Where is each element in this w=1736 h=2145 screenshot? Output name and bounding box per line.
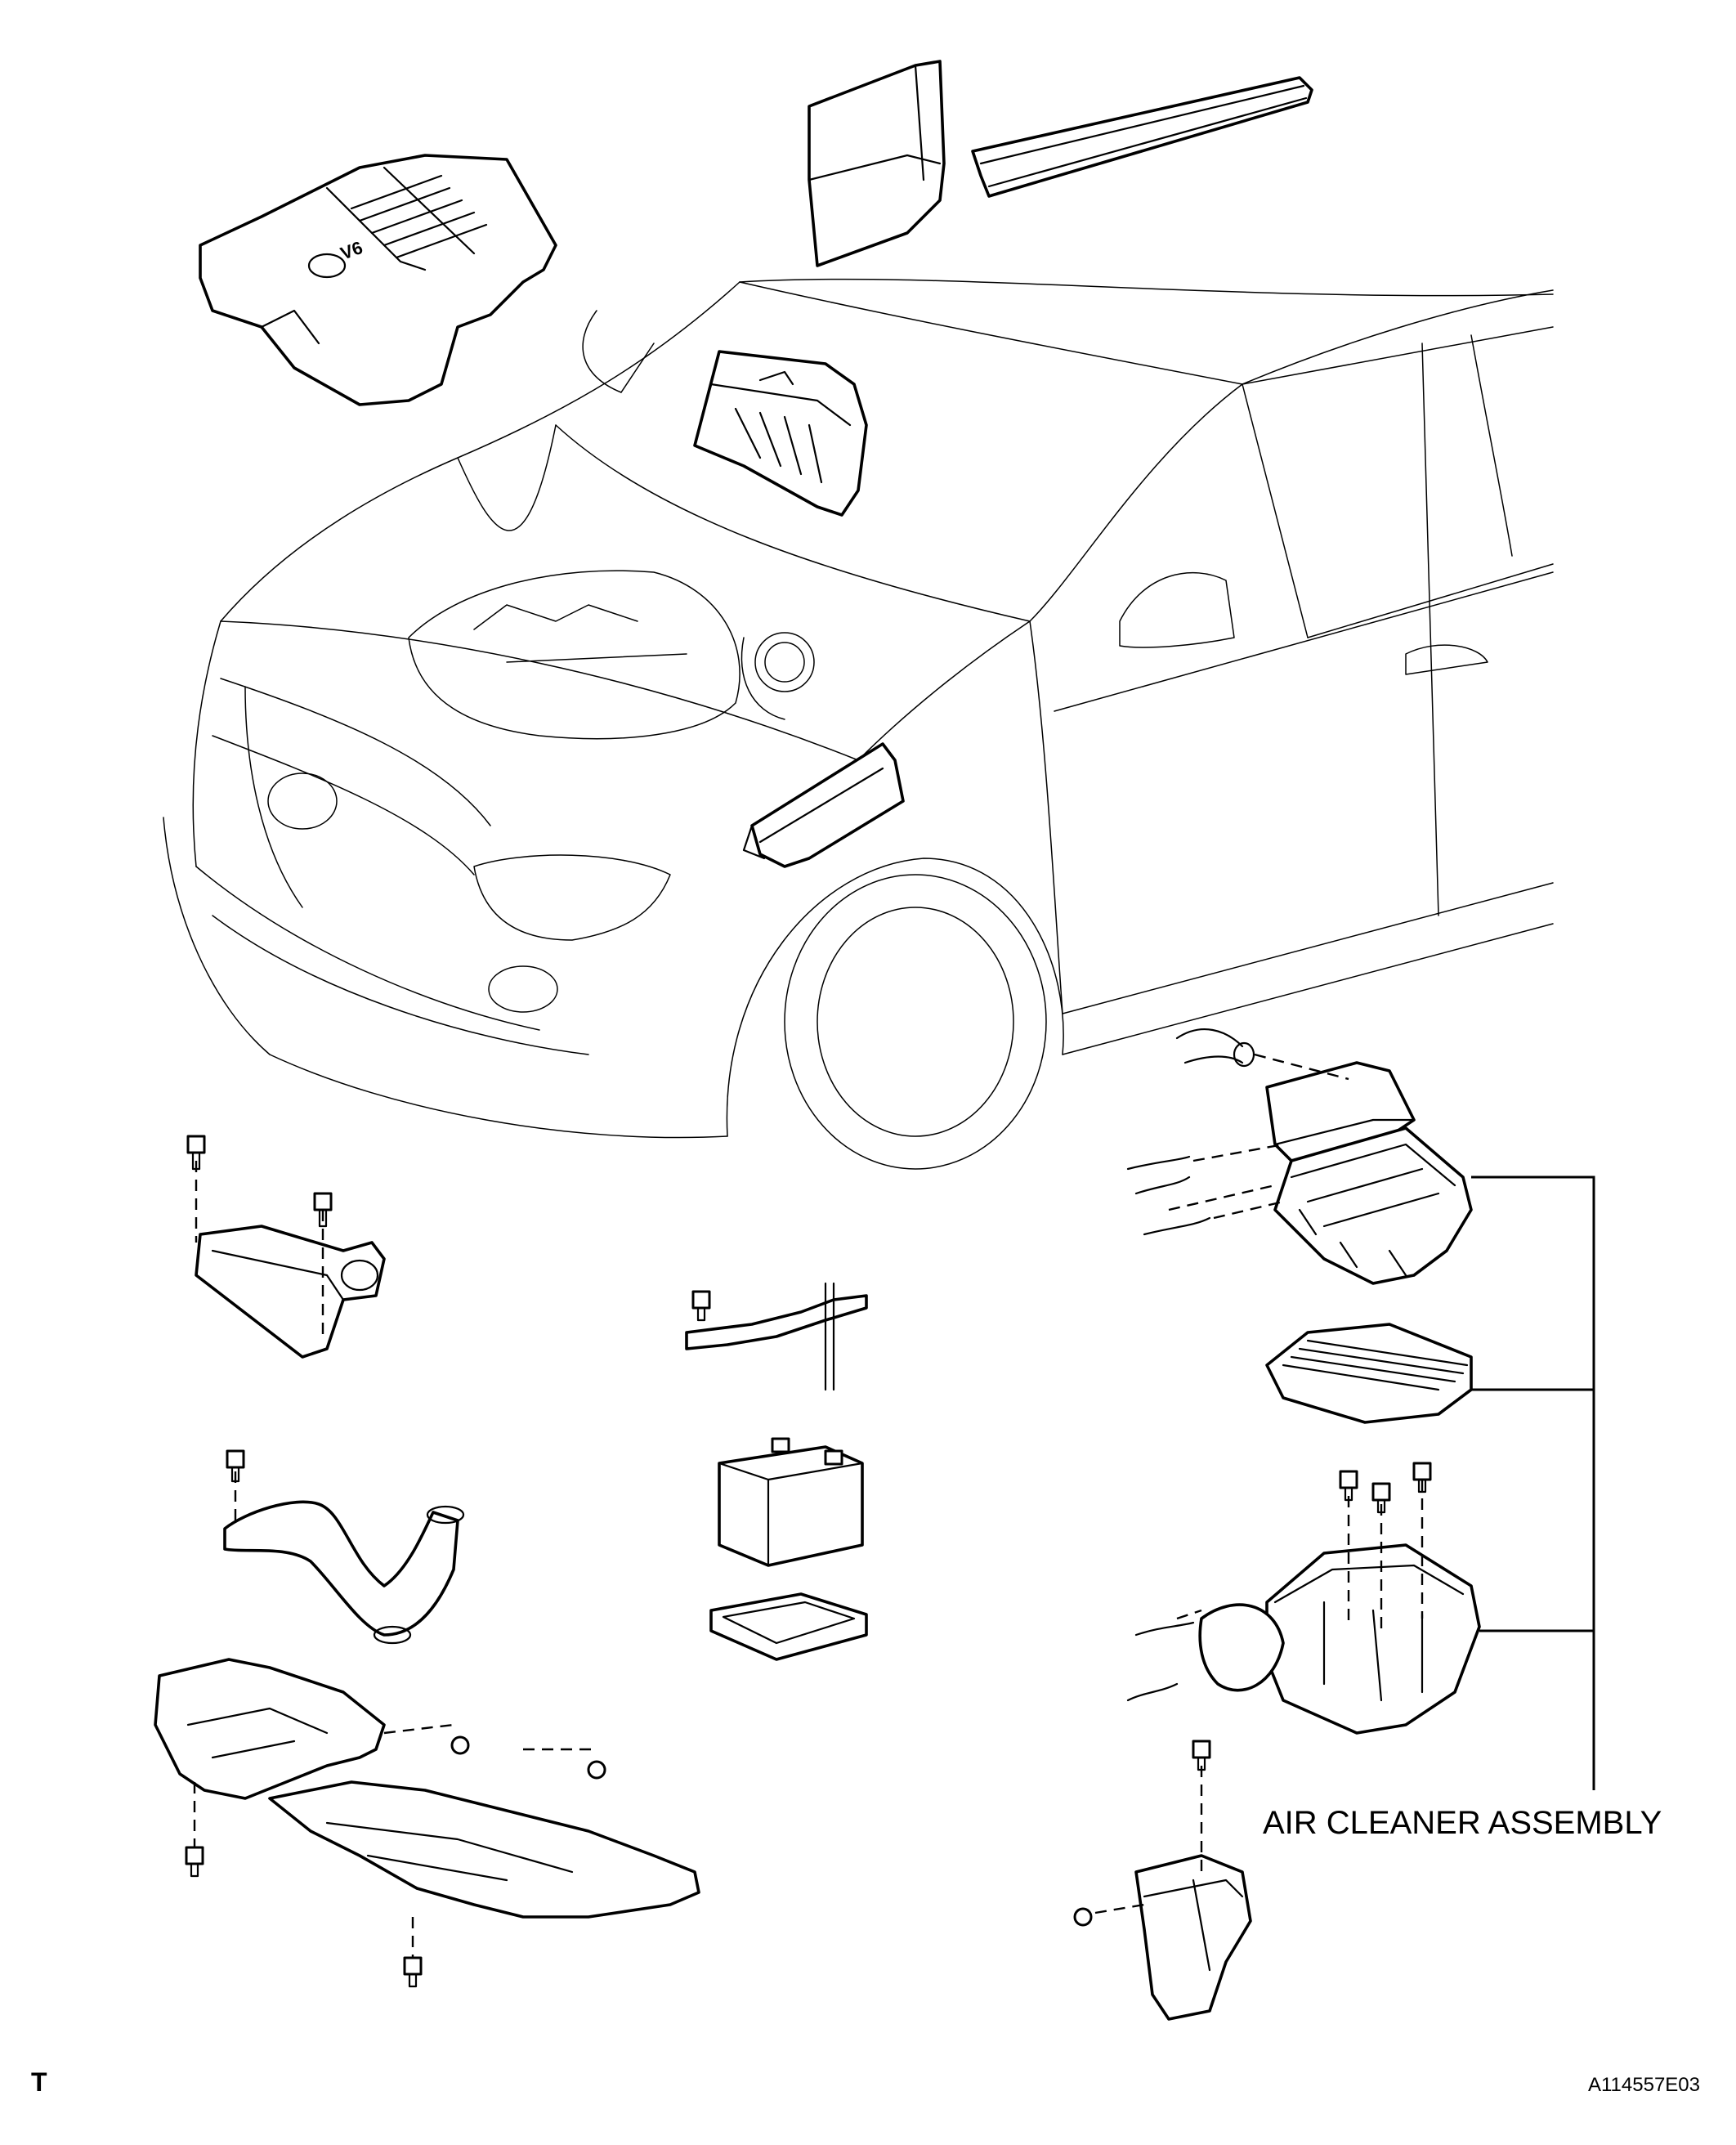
clip-icon bbox=[1073, 1907, 1093, 1927]
bolt-icon bbox=[403, 1956, 423, 1988]
bolt-icon bbox=[186, 1135, 206, 1171]
engine-room-cover bbox=[693, 350, 868, 517]
engine-cover: V6 bbox=[199, 154, 557, 406]
bolt-icon bbox=[691, 1290, 711, 1322]
cowl-top-seal bbox=[971, 76, 1313, 198]
engine-under-cover-rear bbox=[268, 1748, 700, 1988]
air-duct-bracket bbox=[186, 1135, 386, 1359]
battery bbox=[718, 1437, 864, 1567]
air-cleaner-cap bbox=[1126, 1028, 1473, 1285]
bolt-icon bbox=[313, 1192, 333, 1228]
air-cleaner-case bbox=[1126, 1462, 1481, 1735]
engine-under-cover-front bbox=[154, 1658, 470, 1878]
bolt-icon bbox=[1192, 1740, 1211, 1771]
intake-air-hose bbox=[223, 1449, 465, 1645]
air-cleaner-assembly-label: AIR CLEANER ASSEMBLY bbox=[1263, 1805, 1662, 1841]
figure-id: A114557E03 bbox=[1588, 2074, 1700, 2096]
air-cleaner-assembly-leader bbox=[1471, 1175, 1595, 1790]
battery-tray bbox=[709, 1592, 868, 1661]
clip-icon bbox=[587, 1760, 606, 1780]
bolt-icon bbox=[1339, 1470, 1358, 1502]
intake-resonator bbox=[1073, 1740, 1252, 2021]
vehicle-outline bbox=[163, 278, 1554, 1170]
cowl-side-panel bbox=[808, 60, 946, 267]
air-cleaner-filter-element bbox=[1265, 1323, 1473, 1424]
corner-mark: T bbox=[31, 2067, 47, 2097]
bolt-icon bbox=[1371, 1482, 1391, 1514]
bolt-icon bbox=[1412, 1462, 1432, 1493]
bolt-icon bbox=[226, 1449, 245, 1483]
fender-side-cover bbox=[742, 742, 905, 868]
bolt-icon bbox=[185, 1846, 204, 1878]
clip-icon bbox=[450, 1735, 470, 1755]
battery-hold-down-clamp bbox=[685, 1282, 868, 1391]
